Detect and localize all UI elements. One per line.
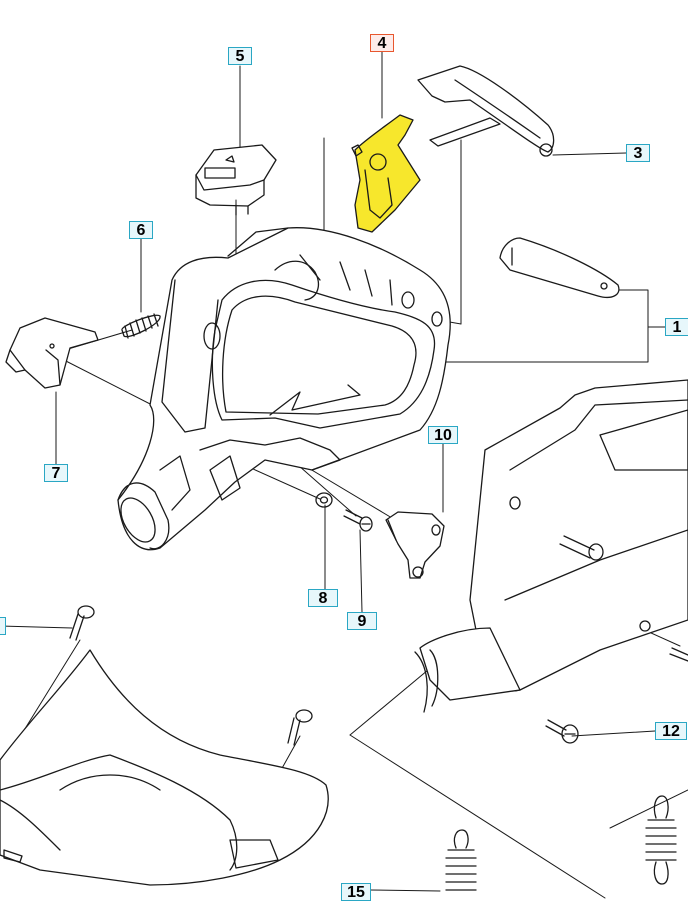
screw-edge (669, 647, 688, 662)
spring-bottom-left (445, 829, 477, 891)
trigger-part-7 (5, 317, 99, 389)
callout-9[interactable]: 9 (347, 612, 377, 630)
highlighted-part-4 (351, 114, 421, 233)
lower-cover (0, 649, 329, 886)
callout-left-edge[interactable] (0, 617, 6, 635)
side-housing (414, 379, 688, 713)
callout-8[interactable]: 8 (308, 589, 338, 607)
callout-15[interactable]: 15 (341, 883, 371, 901)
screw-lower (287, 709, 313, 746)
screw-left (69, 605, 95, 641)
callout-4[interactable]: 4 (370, 34, 394, 52)
lever-part-3 (417, 65, 555, 157)
screw-right (559, 535, 604, 561)
cover-piece (499, 237, 620, 299)
spring-part-6 (121, 313, 161, 339)
switch-part (195, 144, 277, 216)
screw-12 (545, 719, 579, 744)
callout-12[interactable]: 12 (655, 722, 687, 740)
callout-7[interactable]: 7 (44, 464, 68, 482)
callout-1[interactable]: 1 (665, 318, 688, 336)
bracket-part-10 (385, 511, 445, 579)
handle-housing (117, 227, 451, 551)
spring-bottom-right (645, 795, 677, 885)
screw-part-9 (343, 509, 373, 532)
callout-5[interactable]: 5 (228, 47, 252, 65)
washer-part-8 (315, 492, 333, 508)
callout-6[interactable]: 6 (129, 221, 153, 239)
callout-3[interactable]: 3 (626, 144, 650, 162)
callout-10[interactable]: 10 (428, 426, 458, 444)
